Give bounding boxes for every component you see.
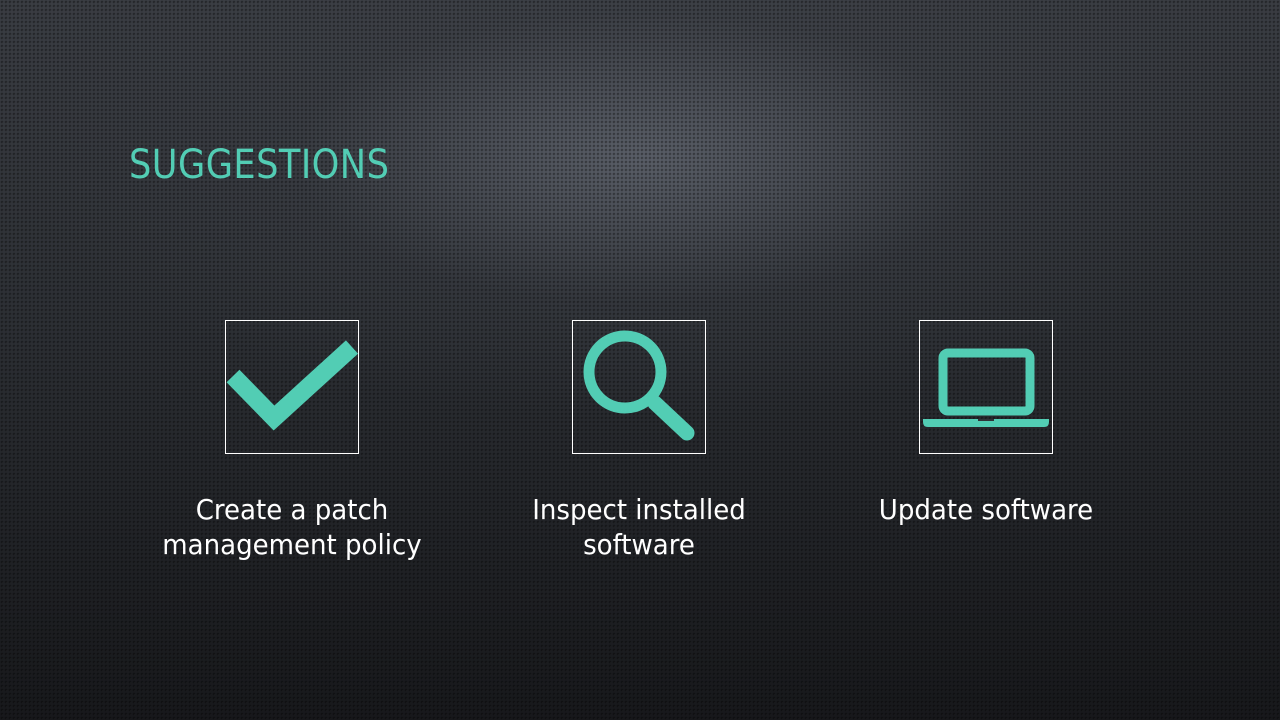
suggestion-caption: Update software [837,492,1135,527]
slide-title: SUGGESTIONS [129,142,390,188]
suggestion-caption: Create a patch management policy [143,492,441,562]
caption-line: software [583,528,695,561]
caption-line: Create a patch [195,493,389,526]
checkmark-icon [226,340,358,431]
suggestion-item-update-software: Update software [813,320,1159,527]
suggestion-item-patch-policy: Create a patch management policy [119,320,465,562]
suggestion-item-inspect-software: Inspect installed software [466,320,812,562]
magnifying-glass-icon [583,330,695,441]
suggestion-caption: Inspect installed software [490,492,788,562]
caption-line: Update software [878,493,1094,526]
caption-line: Inspect installed [532,493,746,526]
icon-frame [919,320,1053,454]
icon-frame [225,320,359,454]
icon-frame [572,320,706,454]
caption-line: management policy [162,528,422,561]
laptop-icon [923,348,1049,427]
